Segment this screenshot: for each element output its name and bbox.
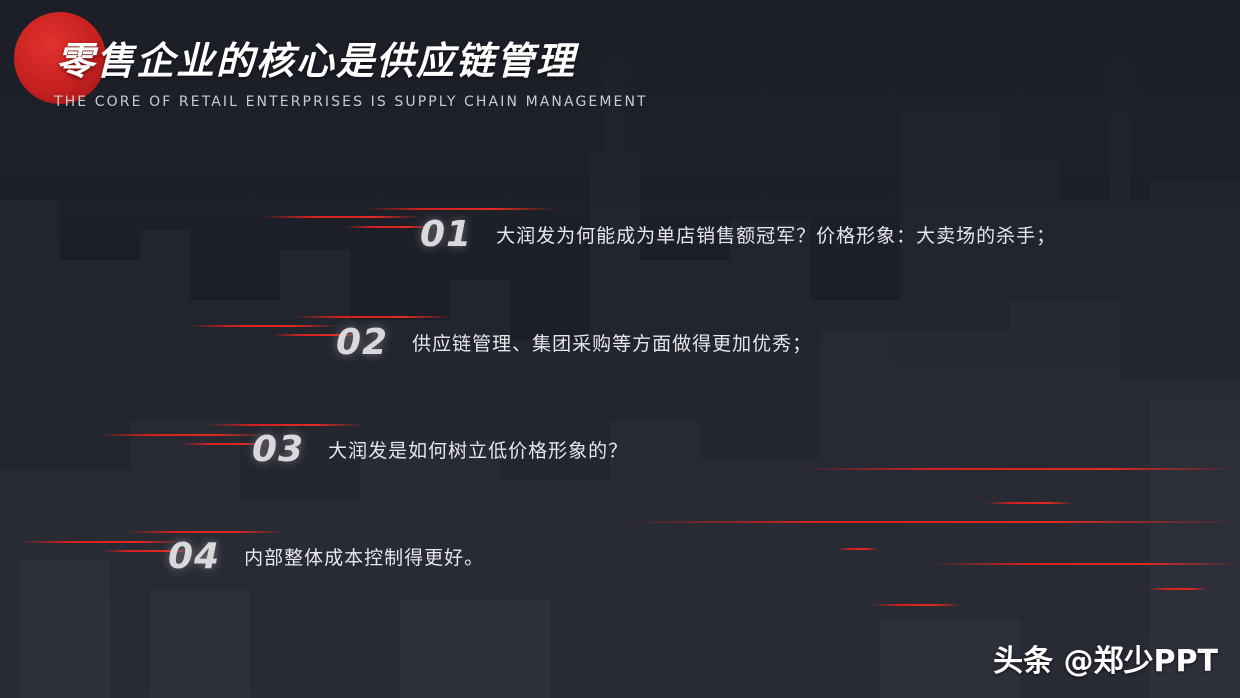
- red-streak-line: [97, 434, 267, 436]
- red-streak-line: [620, 521, 1240, 523]
- red-streak-line: [18, 541, 188, 543]
- item-number: 04: [168, 536, 221, 577]
- red-streak-line: [188, 325, 338, 327]
- red-streak-line: [180, 443, 270, 445]
- red-streak-line: [838, 548, 878, 550]
- red-streak-line: [124, 531, 284, 533]
- watermark: 头条 @郑少PPT: [993, 644, 1218, 679]
- item-number: 01: [420, 214, 473, 255]
- accent-red-circle: [14, 12, 106, 104]
- item-number: 03: [252, 429, 305, 470]
- red-streak-line: [292, 316, 452, 318]
- red-streak-line: [345, 226, 435, 228]
- item-text: 内部整体成本控制得更好。: [244, 547, 485, 569]
- item-text: 供应链管理、集团采购等方面做得更加优秀；: [412, 333, 813, 355]
- red-streak-line: [204, 424, 364, 426]
- item-number: 02: [336, 322, 389, 363]
- list-item: 04 内部整体成本控制得更好。: [168, 536, 484, 577]
- page-subtitle: THE CORE OF RETAIL ENTERPRISES IS SUPPLY…: [54, 94, 648, 110]
- red-streak-line: [102, 550, 192, 552]
- list-item: 03 大润发是如何树立低价格形象的？: [252, 429, 628, 470]
- red-streak-line: [272, 334, 362, 336]
- list-item: 02 供应链管理、集团采购等方面做得更加优秀；: [336, 322, 812, 363]
- item-text: 大润发是如何树立低价格形象的？: [328, 440, 629, 462]
- red-streak-line: [872, 604, 962, 606]
- item-text: 大润发为何能成为单店销售额冠军？价格形象：大卖场的杀手；: [496, 225, 1057, 247]
- red-streak-line: [800, 468, 1240, 470]
- red-streak-line: [262, 216, 422, 218]
- list-item: 01 大润发为何能成为单店销售额冠军？价格形象：大卖场的杀手；: [420, 214, 1056, 255]
- red-streak-line: [985, 502, 1075, 504]
- page-title: 零售企业的核心是供应链管理: [56, 39, 577, 83]
- red-streak-line: [1148, 588, 1208, 590]
- red-streak-line: [930, 563, 1240, 565]
- red-streak-line: [365, 208, 555, 210]
